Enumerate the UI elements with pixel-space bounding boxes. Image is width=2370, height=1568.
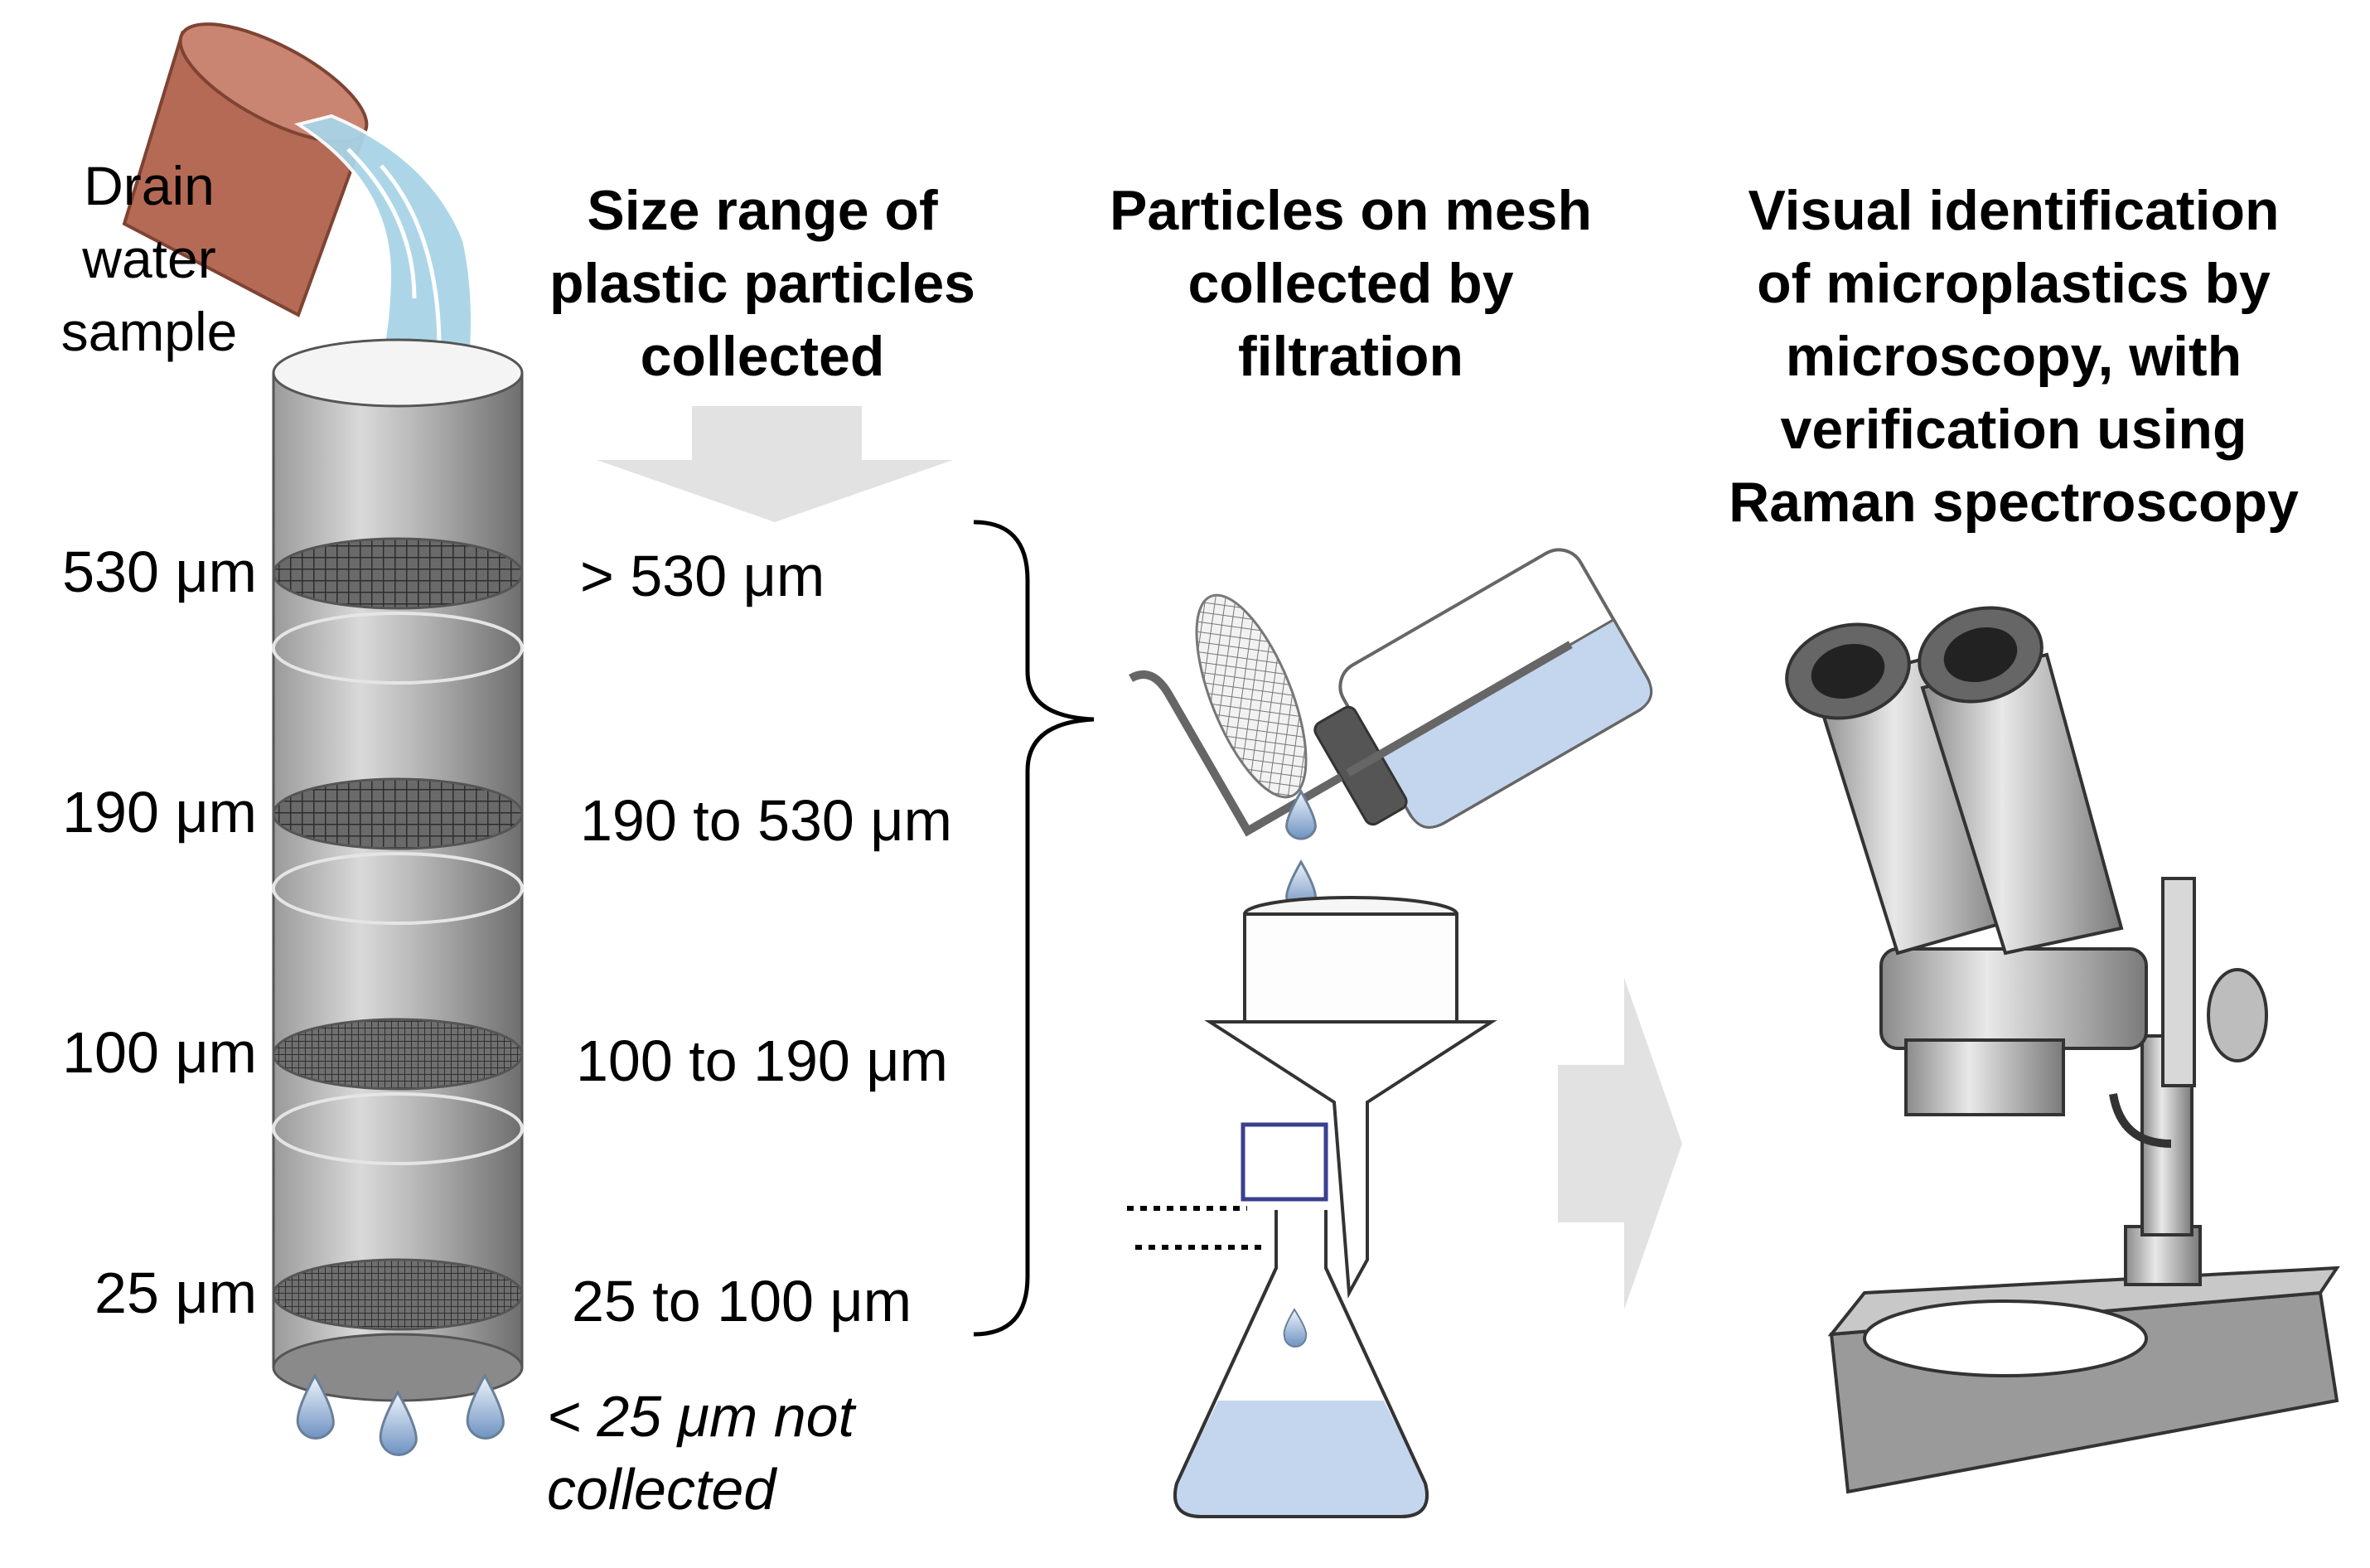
- sieve-label-25: 25 μm: [94, 1261, 257, 1325]
- heading-filtration: Particles on mesh collected by filtratio…: [1077, 174, 1624, 393]
- sieve-column-icon: [272, 338, 524, 1402]
- heading-microscopy: Visual identification of microplastics b…: [1690, 174, 2337, 539]
- heading-microscopy-line-2: of microplastics by: [1757, 252, 2271, 315]
- water-drop-icon: [296, 1372, 505, 1456]
- down-arrow-icon: [597, 406, 953, 522]
- range-label-190: 190 to 530 μm: [580, 788, 952, 853]
- heading-microscopy-line-3: microscopy, with: [1785, 325, 2242, 388]
- sieve-label-190: 190 μm: [62, 780, 257, 844]
- wash-bottle-icon: [1129, 548, 1653, 837]
- mesh-530-icon: [272, 537, 524, 610]
- heading-microscopy-line-5: Raman spectroscopy: [1729, 471, 2299, 534]
- funnel-icon: [1204, 896, 1497, 1299]
- heading-size-range-line-1: Size range of: [587, 179, 938, 242]
- water-drop-icon: [1285, 788, 1317, 840]
- heading-size-range: Size range of plastic particles collecte…: [514, 174, 1011, 393]
- microscope-icon: [1785, 606, 2340, 1494]
- heading-filtration-line-1: Particles on mesh: [1109, 179, 1593, 242]
- right-arrow-icon: [1558, 978, 1682, 1309]
- sieve-label-100: 100 μm: [62, 1020, 257, 1085]
- mesh-100-icon: [272, 1018, 524, 1091]
- range-label-530: > 530 μm: [580, 544, 825, 608]
- heading-microscopy-line-4: verification using: [1780, 398, 2247, 461]
- not-collected-note: < 25 μm not collected: [547, 1380, 854, 1526]
- bucket-icon: [122, 22, 369, 317]
- range-label-25: 25 to 100 μm: [572, 1269, 912, 1333]
- sample-label-line-2: water: [82, 228, 216, 289]
- sample-label-line-3: sample: [60, 301, 238, 362]
- sample-label: Drain water sample: [50, 149, 249, 368]
- heading-size-range-line-2: plastic particles: [549, 252, 976, 315]
- mesh-filter-icon: [1195, 593, 1308, 799]
- mesh-190-icon: [272, 777, 524, 850]
- heading-size-range-line-3: collected: [640, 325, 885, 388]
- sieve-label-530: 530 μm: [62, 540, 257, 604]
- heading-filtration-line-3: filtration: [1238, 325, 1463, 388]
- mesh-25-icon: [272, 1258, 524, 1331]
- sample-label-line-1: Drain: [84, 155, 215, 216]
- curly-brace-icon: [973, 520, 1095, 1337]
- heading-microscopy-line-1: Visual identification: [1748, 179, 2280, 242]
- heading-filtration-line-2: collected by: [1187, 252, 1514, 315]
- range-label-100: 100 to 190 μm: [576, 1028, 948, 1093]
- not-collected-line-1: < 25 μm not: [547, 1384, 855, 1449]
- not-collected-line-2: collected: [547, 1457, 776, 1522]
- conical-flask-icon: [1127, 1206, 1429, 1518]
